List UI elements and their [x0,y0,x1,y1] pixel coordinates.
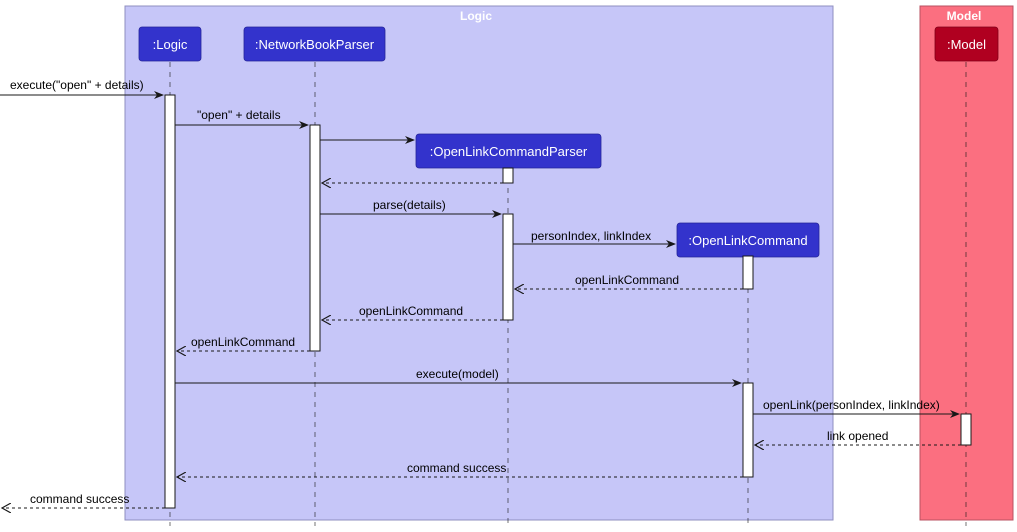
svg-text::Logic: :Logic [153,37,188,52]
message-4-label: personIndex, linkIndex [531,229,651,243]
message-6-label: openLinkCommand [359,304,463,318]
message-10-label: link opened [827,429,888,443]
message-5-label: openLinkCommand [575,273,679,287]
message-lines [0,91,961,508]
message-8-label: execute(model) [416,367,499,381]
participant-openlinkcommandparser: :OpenLinkCommandParser [415,133,602,169]
activation-olc-execute [742,382,754,478]
svg-text::NetworkBookParser: :NetworkBookParser [255,37,375,52]
participant-openlinkcommand: :OpenLinkCommand [676,222,820,258]
message-7-label: openLinkCommand [191,335,295,349]
message-9-label: openLink(personIndex, linkIndex) [763,398,940,412]
activation-olc-create [742,255,754,290]
message-2-label: "open" + details [197,108,281,122]
model-package-title: Model [947,9,982,23]
logic-package: Logic [124,5,834,521]
participant-logic: :Logic [138,26,202,62]
svg-text::Model: :Model [947,37,986,52]
activation-olcp-create [502,167,514,184]
activations [164,94,972,509]
message-1-label: execute("open" + details) [10,78,144,92]
message-12-label: command success [30,492,129,506]
logic-package-title: Logic [460,9,492,23]
participant-model: :Model [934,26,999,62]
message-11-label: command success [407,461,506,475]
activation-logic [164,94,176,509]
participant-networkbookparser: :NetworkBookParser [243,26,386,62]
activation-model [960,413,972,446]
message-3-label: parse(details) [373,198,446,212]
message-labels: execute("open" + details) "open" + detai… [10,78,940,506]
activation-olcp-parse [502,213,514,321]
svg-text::OpenLinkCommand: :OpenLinkCommand [688,233,807,248]
activation-parser [309,124,321,352]
svg-text::OpenLinkCommandParser: :OpenLinkCommandParser [430,144,588,159]
